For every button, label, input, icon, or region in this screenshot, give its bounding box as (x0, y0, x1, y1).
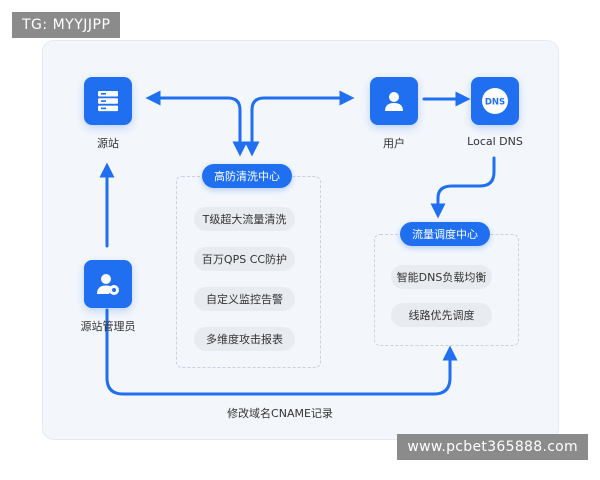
user-label: 用户 (383, 137, 405, 150)
dns-node: DNS (471, 77, 519, 125)
scrubbing-item: 自定义监控告警 (194, 287, 295, 311)
user-node (370, 77, 418, 125)
origin-label: 源站 (97, 137, 119, 150)
edge-admin-to-scheduling (105, 308, 458, 396)
edge-scrubbing-to-user (244, 90, 355, 157)
scrubbing-item: 百万QPS CC防护 (194, 247, 295, 271)
dns-label: Local DNS (467, 135, 523, 148)
dns-icon-text: DNS (485, 98, 505, 108)
scheduling-item: 智能DNS负载均衡 (391, 265, 492, 289)
scheduling-group (374, 234, 519, 346)
edge-origin-to-scrubbing (145, 90, 248, 157)
scrubbing-title: 高防清洗中心 (202, 164, 292, 188)
watermark-bottom: www.pcbet365888.com (397, 434, 588, 460)
scrubbing-item: 多维度攻击报表 (194, 327, 295, 351)
dns-icon: DNS (482, 88, 508, 114)
admin-node (84, 260, 132, 308)
cname-edge-label: 修改域名CNAME记录 (227, 407, 333, 420)
admin-user-icon (97, 274, 119, 295)
watermark-top: TG: MYYJJPP (12, 12, 121, 38)
scrubbing-item: T级超大流量清洗 (194, 207, 295, 231)
scheduling-item: 线路优先调度 (391, 303, 492, 327)
scheduling-title: 流量调度中心 (400, 222, 490, 246)
edge-dns-to-scheduling (430, 156, 496, 219)
server-icon (98, 91, 118, 112)
user-icon (385, 92, 403, 111)
admin-label: 源站管理员 (80, 320, 136, 333)
origin-node (84, 77, 132, 125)
